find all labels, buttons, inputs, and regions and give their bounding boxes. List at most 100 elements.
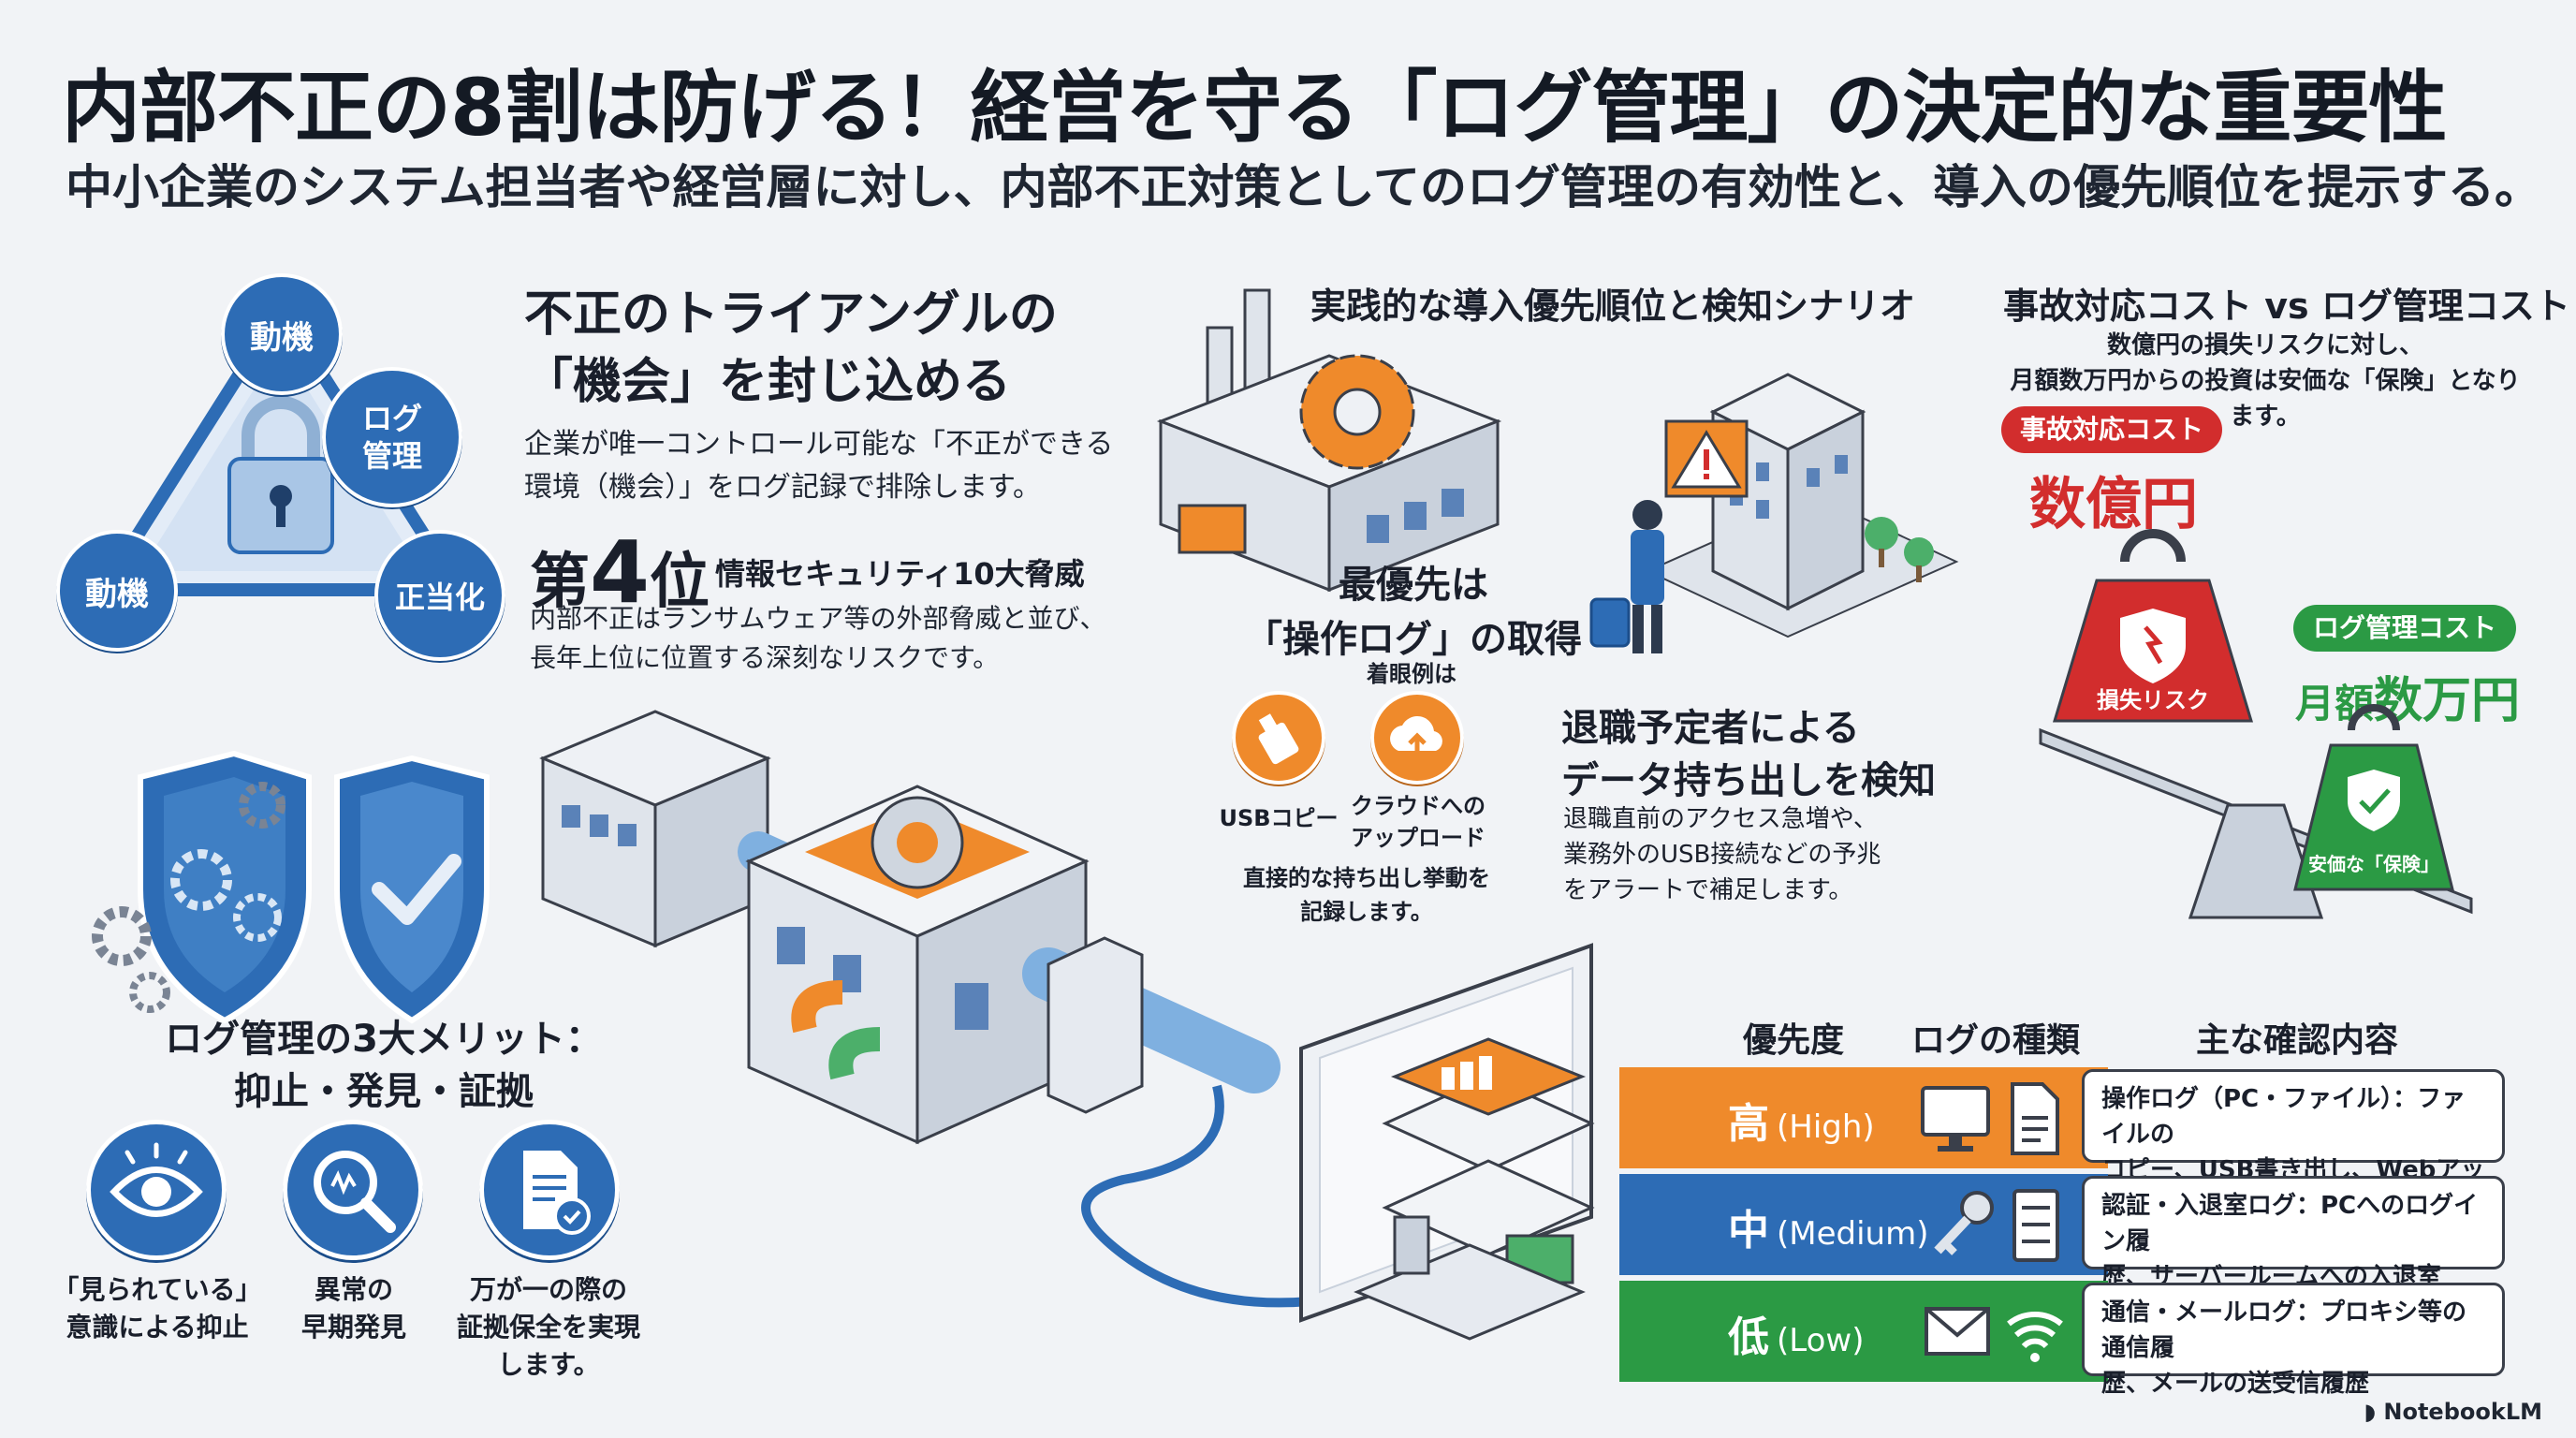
row-low-line2: 歴、メールの送受信履歴	[2101, 1370, 2370, 1398]
red-weight-icon: 損失リスク	[2052, 529, 2254, 723]
triangle-body-line1: 企業が唯一コントロール可能な「不正ができる	[524, 428, 1114, 461]
rank-body: 内部不正はランサムウェア等の外部脅威と並び、 長年上位に位置する深刻なリスクです…	[530, 599, 1105, 678]
triangle-node-motive-left: 動機	[56, 530, 178, 652]
tree-icon	[1865, 517, 1934, 582]
cost-sub-line2: 月額数万円からの投資は安価な「保険」となります。	[2010, 367, 2521, 431]
data-center-icon	[745, 785, 1090, 1145]
factory-illustration	[1156, 288, 1502, 593]
scenario-heading: 実践的な導入優先順位と検知シナリオ	[1310, 286, 1916, 327]
row-high-line1: 操作ログ（PC・ファイル）：ファイルの	[2101, 1085, 2466, 1149]
merit-deterrence-caption: 「見られている」 意識による抑止	[45, 1271, 270, 1346]
row-medium-level-ja: 中	[1728, 1207, 1769, 1255]
gear-icon	[92, 782, 285, 1013]
row-high-level-ja: 高	[1728, 1100, 1769, 1148]
priority-line2: 「操作ログ」の取得	[1245, 618, 1582, 661]
row-medium-details: 認証・入退室ログ：PCへのログイン履 歴、サーバールームへの入退室	[2082, 1176, 2505, 1291]
file-icon	[2011, 1082, 2059, 1155]
cost-sub-line1: 数億円の損失リスクに対し、	[2106, 331, 2423, 360]
green-weight-icon: 安価な「保険」	[2293, 704, 2454, 891]
rank-body-line2: 長年上位に位置する深刻なリスクです。	[530, 642, 1000, 673]
log-cost-amount: 数万円	[2374, 673, 2521, 729]
row-medium-level-en: (Medium)	[1777, 1215, 1929, 1253]
triangle-body-line2: 環境（機会）」をログ記録で排除します。	[524, 471, 1041, 504]
page-title: 内部不正の8割は防げる！経営を守る「ログ管理」の決定的な重要性	[62, 62, 2447, 154]
document-check-icon	[523, 1151, 591, 1235]
rank-suffix: 位	[650, 548, 710, 617]
triangle-node-log-management: ログ 管理	[322, 367, 462, 507]
rank-caption: 情報セキュリティ10大脅威	[715, 556, 1085, 592]
triangle-body: 企業が唯一コントロール可能な「不正ができる 環境（機会）」をログ記録で排除します…	[524, 423, 1113, 509]
office-tower-icon	[1709, 373, 1866, 611]
merits-title-line1: ログ管理の3大メリット：	[165, 1018, 603, 1061]
brand-watermark: ◗ NotebookLM	[2364, 1399, 2542, 1425]
warning-icon	[1664, 419, 1749, 498]
scene-body-line1: 退職直前のアクセス急増や、	[1563, 805, 1878, 833]
row-high-icons	[1921, 1082, 2059, 1155]
scene-heading-line2: データ持ち出しを検知	[1561, 759, 1936, 802]
table-header-priority: 優先度	[1743, 1021, 1845, 1060]
usb-icon	[1232, 691, 1325, 785]
log-cost-value: 月額数万円	[2295, 661, 2520, 731]
cost-scale-illustration: 損失リスク 安価な「保険」	[2039, 529, 2473, 919]
incident-cost-badge: 事故対応コスト	[2001, 406, 2222, 453]
row-high-level-en: (High)	[1777, 1108, 1875, 1146]
scene-heading: 退職予定者による データ持ち出しを検知	[1561, 702, 1936, 807]
direct-line2: 記録します。	[1300, 899, 1433, 925]
priority-heading: 最優先は 「操作ログ」の取得	[1245, 558, 1582, 667]
incident-cost-value: 数億円	[2029, 472, 2198, 537]
row-high-level: 高(High)	[1728, 1090, 1875, 1150]
green-weight-label: 安価な「保険」	[2308, 853, 2439, 875]
scene-body-line3: をアラートで補足します。	[1563, 876, 1853, 904]
brand-name: NotebookLM	[2383, 1399, 2542, 1425]
row-medium-line1: 認証・入退室ログ：PCへのログイン履	[2101, 1192, 2479, 1255]
scene-body-line2: 業務外のUSB接続などの予兆	[1563, 841, 1881, 869]
merits-title-line2: 抑止・発見・証拠	[234, 1070, 534, 1113]
merit-evidence-caption: 万が一の際の 証拠保全を実現 します。	[436, 1271, 661, 1384]
triangle-heading: 不正のトライアングルの 「機会」を封じ込める	[524, 281, 1058, 416]
row-medium-icons	[1934, 1189, 2059, 1262]
server-icon	[2012, 1189, 2059, 1262]
merit-evidence-circle	[479, 1120, 620, 1260]
merit-evidence-line1: 万が一の際の	[469, 1274, 627, 1305]
padlock-icon	[227, 396, 334, 554]
merit-detection-circle	[283, 1120, 423, 1260]
priority-line1: 最優先は	[1339, 564, 1488, 607]
merits-title: ログ管理の3大メリット： 抑止・発見・証拠	[140, 1013, 627, 1118]
triangle-heading-line2: 「機会」を封じ込める	[524, 354, 1012, 410]
scene-heading-line1: 退職予定者による	[1561, 707, 1860, 750]
triangle-heading-line1: 不正のトライアングルの	[524, 286, 1058, 343]
merit-deterrence-line2: 意識による抑止	[66, 1312, 249, 1343]
direct-line1: 直接的な持ち出し挙動を	[1243, 865, 1490, 891]
triangle-node-motive-top: 動機	[221, 273, 343, 395]
shields-illustration	[92, 750, 490, 1024]
rank-prefix: 第	[530, 548, 590, 617]
eye-icon	[110, 1142, 203, 1217]
examples-label: 着眼例は	[1367, 661, 1456, 687]
merit-deterrence-line1: 「見られている」	[52, 1274, 262, 1305]
table-header-log-type: ログの種類	[1911, 1021, 2081, 1060]
key-icon	[1934, 1191, 1994, 1255]
row-low-level: 低(Low)	[1728, 1303, 1864, 1363]
wifi-icon	[2007, 1312, 2063, 1362]
shield-gears-icon	[138, 750, 312, 1024]
cost-subtext: 数億円の損失リスクに対し、 月額数万円からの投資は安価な「保険」となります。	[2003, 328, 2527, 434]
row-medium-level: 中(Medium)	[1728, 1196, 1928, 1256]
merit-detection-caption: 異常の 早期発見	[242, 1271, 466, 1346]
fraud-triangle-diagram	[96, 302, 465, 596]
row-low-line1: 通信・メールログ：プロキシ等の通信履	[2101, 1299, 2467, 1362]
merit-evidence-line2: 証拠保全を実現	[456, 1312, 640, 1343]
example-usb: USBコピー	[1219, 805, 1339, 831]
triangle-node-rationalization: 正当化	[374, 530, 505, 661]
example-cloud-line2: アップロード	[1351, 825, 1486, 851]
table-header-details: 主な確認内容	[2196, 1021, 2399, 1060]
gear-icon	[1299, 354, 1415, 470]
rank-body-line1: 内部不正はランサムウェア等の外部脅威と並び、	[530, 603, 1106, 634]
merit-detection-line1: 異常の	[314, 1274, 393, 1305]
row-low-level-en: (Low)	[1777, 1322, 1865, 1359]
cloud-upload-icon	[1370, 691, 1464, 785]
shield-check-icon	[334, 755, 490, 1024]
threat-rank: 第4位	[530, 522, 710, 623]
cost-heading: 事故対応コスト vs ログ管理コスト	[2003, 286, 2570, 327]
log-cost-badge: ログ管理コスト	[2293, 605, 2516, 652]
merit-deterrence-circle	[86, 1120, 227, 1260]
